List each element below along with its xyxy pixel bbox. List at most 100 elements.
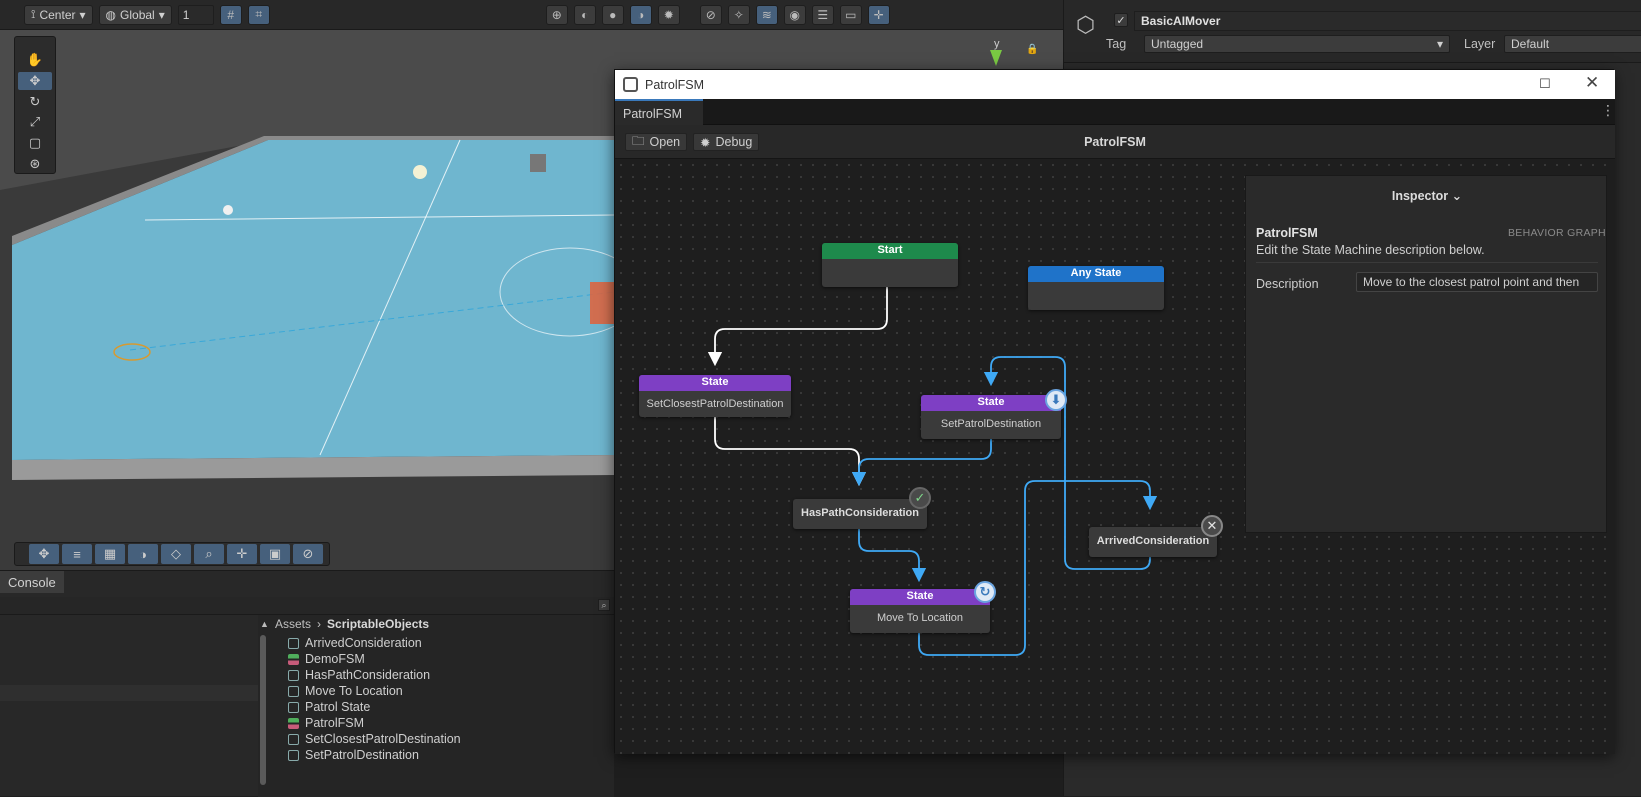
condition-node-haspath[interactable]: HasPathConsideration xyxy=(793,499,927,529)
window-titlebar[interactable]: PatrolFSM xyxy=(615,70,1615,99)
snap-toggle-button[interactable]: ⌗ xyxy=(247,4,270,25)
overlay-camera-button[interactable]: ▣ xyxy=(260,544,290,564)
close-icon[interactable]: ✕ xyxy=(1585,73,1600,92)
graph-inspector-title[interactable]: Inspector ⌄ xyxy=(1391,189,1463,203)
edge-haspath-to-moveto[interactable] xyxy=(858,529,927,583)
graph-canvas[interactable]: Start Any State State SetClosestPatrolDe… xyxy=(615,159,1615,754)
state-node-moveto[interactable]: State Move To Location xyxy=(850,589,990,633)
state-node-setpatrol[interactable]: State SetPatrolDestination xyxy=(921,395,1061,439)
list-item[interactable]: HasPathConsideration xyxy=(288,667,461,683)
debug-draw-button[interactable]: ✹ xyxy=(657,4,680,25)
chevron-right-icon: › xyxy=(317,617,322,631)
overlay-grid-button[interactable]: ▦ xyxy=(95,544,125,564)
console-tab[interactable]: Console xyxy=(0,571,64,593)
folder-row-highlight[interactable] xyxy=(0,685,258,701)
layer-dropdown[interactable]: Default xyxy=(1504,35,1641,53)
list-item[interactable]: SetPatrolDestination xyxy=(288,747,461,763)
list-item[interactable]: Move To Location xyxy=(288,683,461,699)
fx-toggle-button[interactable]: ✧ xyxy=(727,4,750,25)
overlay-search-button[interactable]: ⌕ xyxy=(194,544,224,564)
breadcrumb-scriptableobjects[interactable]: ScriptableObjects xyxy=(327,617,430,631)
shading-solid-button[interactable]: ● xyxy=(601,4,624,25)
open-button[interactable]: 🗀Open xyxy=(625,133,688,151)
rotate-tool[interactable]: ↻ xyxy=(18,93,52,111)
globe-icon: ◍ xyxy=(105,7,117,22)
list-item[interactable]: SetClosestPatrolDestination xyxy=(288,731,461,747)
shading-lit-button[interactable]: ◑ xyxy=(629,4,652,25)
layer-stack-button[interactable]: ☰ xyxy=(811,4,834,25)
space-dropdown[interactable]: ◍Global▾ xyxy=(98,4,172,25)
maximize-icon[interactable]: ☐ xyxy=(1539,76,1551,91)
breadcrumb-assets[interactable]: Assets xyxy=(275,617,312,631)
divider xyxy=(1256,262,1598,263)
scriptable-object-icon xyxy=(288,669,299,681)
edge-setpatrol-to-haspath[interactable] xyxy=(851,439,992,487)
edge-start-to-setclosest[interactable] xyxy=(707,287,888,367)
edge-arrived-to-setpatrol[interactable] xyxy=(983,356,1151,570)
overlay-settings-button[interactable]: ≡ xyxy=(62,544,92,564)
visibility-button[interactable]: ◉ xyxy=(783,4,806,25)
move-tool[interactable]: ✥ xyxy=(18,71,52,90)
scroll-up-icon[interactable]: ▲ xyxy=(260,619,269,629)
fx-icon: ✧ xyxy=(733,7,744,22)
light-toggle-button[interactable]: ⊘ xyxy=(699,4,722,25)
gizmo-button[interactable]: ⊕ xyxy=(545,4,568,25)
scale-tool[interactable]: ⤢ xyxy=(18,113,52,131)
project-scrollbar[interactable] xyxy=(260,635,266,785)
overlay-shading-button[interactable]: ◑ xyxy=(128,544,158,564)
camera-button[interactable]: ▭ xyxy=(839,4,862,25)
tag-dropdown[interactable]: Untagged▾ xyxy=(1144,35,1450,53)
condition-node-arrived[interactable]: ArrivedConsideration xyxy=(1089,527,1217,557)
overlay-layers-button[interactable]: ◇ xyxy=(161,544,191,564)
grid-snap-input[interactable]: 1 xyxy=(177,4,214,25)
list-item[interactable]: DemoFSM xyxy=(288,651,461,667)
chevron-down-icon: ▾ xyxy=(1436,37,1443,51)
list-item[interactable]: Patrol State xyxy=(288,699,461,715)
state-node-setclosest[interactable]: State SetClosestPatrolDestination xyxy=(639,375,791,417)
shading-wire-button[interactable]: ◐ xyxy=(573,4,596,25)
scale-icon: ⤢ xyxy=(29,114,41,130)
transform-tool[interactable]: ⊛ xyxy=(18,155,52,173)
more-options-icon[interactable]: ⋮ xyxy=(1601,102,1615,118)
chevron-down-icon: ▾ xyxy=(158,7,165,22)
gameobject-name-field[interactable]: BasicAIMover xyxy=(1134,11,1641,31)
console-project-panel: Console ⌕ ▲ Assets › ScriptableObjects A… xyxy=(0,570,614,797)
list-item[interactable]: PatrolFSM xyxy=(288,715,461,731)
overlay-nav-button[interactable]: ✛ xyxy=(227,544,257,564)
scriptable-object-icon xyxy=(288,637,299,649)
gizmos-button[interactable]: ✛ xyxy=(867,4,890,25)
compass-icon: ⊘ xyxy=(302,546,314,561)
list-item[interactable]: ArrivedConsideration xyxy=(288,635,461,651)
cube-object[interactable] xyxy=(530,154,546,172)
scene-gizmo-y-axis[interactable] xyxy=(990,50,1002,66)
agent-gizmo[interactable] xyxy=(113,343,151,361)
overlay-move-button[interactable]: ✥ xyxy=(29,544,59,564)
lit-sphere-icon: ◑ xyxy=(637,7,645,22)
lock-icon[interactable]: 🔒 xyxy=(1026,44,1039,55)
grid-icon: # xyxy=(227,7,235,22)
edge-moveto-to-arrived[interactable] xyxy=(918,480,1158,656)
grid-toggle-button[interactable]: # xyxy=(219,4,242,25)
pivot-dropdown[interactable]: ⟟Center▾ xyxy=(24,4,93,25)
snap-icon: ⌗ xyxy=(255,7,263,21)
unity-app-icon xyxy=(623,77,638,92)
debug-button[interactable]: ✹Debug xyxy=(693,133,760,151)
project-assets-area xyxy=(258,615,614,797)
rect-tool[interactable]: ▢ xyxy=(18,134,52,152)
start-node[interactable]: Start xyxy=(822,243,958,287)
active-checkbox[interactable]: ✓ xyxy=(1114,13,1128,27)
project-search-bar[interactable] xyxy=(0,597,614,615)
search-icon[interactable]: ⌕ xyxy=(598,599,610,611)
layers-button[interactable]: ≋ xyxy=(755,4,778,25)
tab-patrolfsm[interactable]: PatrolFSM xyxy=(615,99,703,125)
light-icon[interactable] xyxy=(413,165,427,179)
description-input[interactable]: Move to the closest patrol point and the… xyxy=(1356,272,1598,292)
check-icon: ✓ xyxy=(1116,14,1126,27)
hand-tool[interactable]: ✋ xyxy=(18,51,52,69)
edge-setclosest-to-haspath[interactable] xyxy=(714,417,867,487)
check-badge-icon: ✓ xyxy=(909,487,931,509)
graph-name: PatrolFSM xyxy=(1256,226,1318,240)
any-state-node[interactable]: Any State xyxy=(1028,266,1164,310)
selected-object[interactable] xyxy=(590,282,614,324)
overlay-compass-button[interactable]: ⊘ xyxy=(293,544,323,564)
